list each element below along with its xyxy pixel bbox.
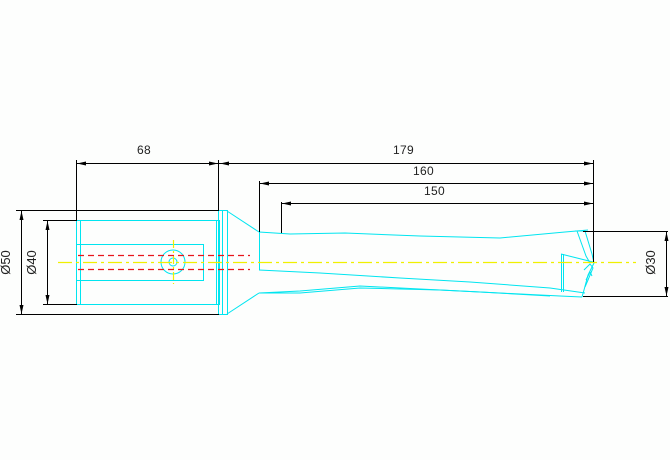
neck-cone — [226, 210, 260, 315]
drill-tip — [575, 230, 595, 298]
dimension-label-d50: Ø50 — [0, 250, 13, 275]
dimension-line-d40 — [45, 220, 50, 305]
dimension-line-179 — [219, 161, 593, 166]
dimension-line-160 — [259, 181, 593, 186]
dimension-line-d30 — [664, 231, 669, 297]
dimension-line-68 — [76, 161, 218, 166]
shank-outline — [76, 220, 220, 305]
dimension-label-150: 150 — [424, 184, 445, 198]
drill-body — [258, 229, 594, 298]
dimension-label-d30: Ø30 — [642, 250, 658, 275]
dimension-line-150 — [281, 201, 593, 206]
dimension-label-68: 68 — [137, 143, 151, 157]
dimension-label-160: 160 — [413, 164, 434, 178]
dimension-line-d50 — [19, 210, 24, 315]
dimension-label-d40: Ø40 — [23, 250, 39, 275]
dimension-label-179: 179 — [393, 143, 414, 157]
